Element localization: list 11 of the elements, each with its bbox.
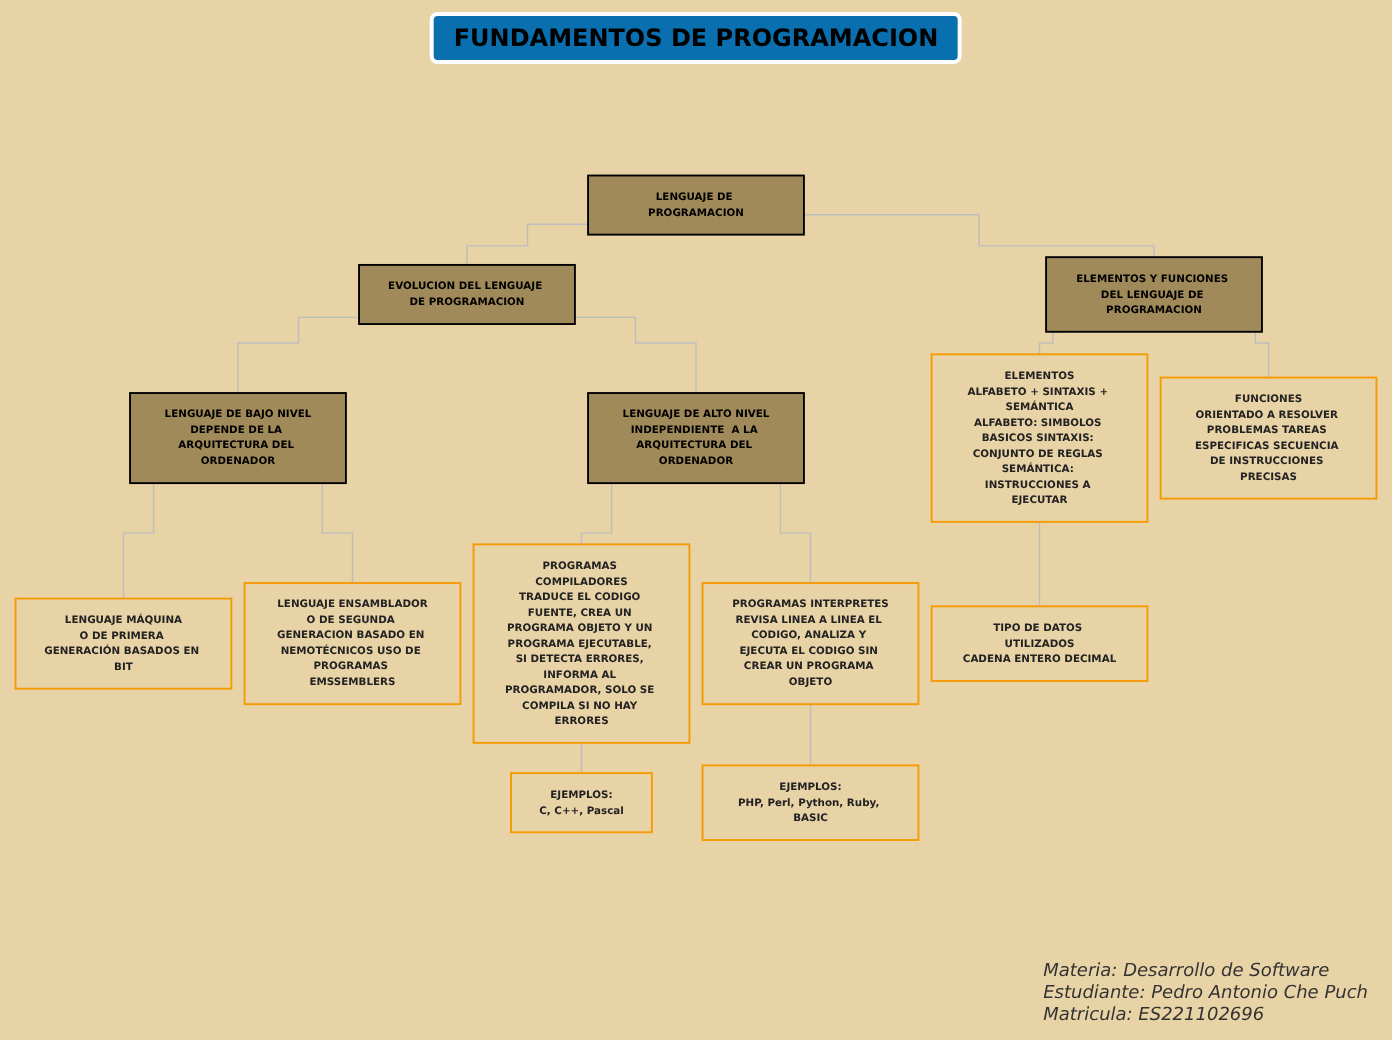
title: FUNDAMENTOS DE PROGRAMACION (429, 12, 963, 64)
note-text: Estudiante: Pedro Antonio Che Puch (1043, 984, 1368, 1006)
note-text: Matricula: ES221102696 (1043, 1006, 1267, 1028)
connector (1038, 521, 1041, 608)
connector (580, 742, 583, 775)
note-text: Materia: Desarrollo de Software (1043, 962, 1332, 984)
connector (803, 214, 1155, 259)
connector (237, 316, 360, 394)
connector (574, 316, 697, 394)
connector (466, 223, 589, 266)
connector (809, 703, 812, 767)
